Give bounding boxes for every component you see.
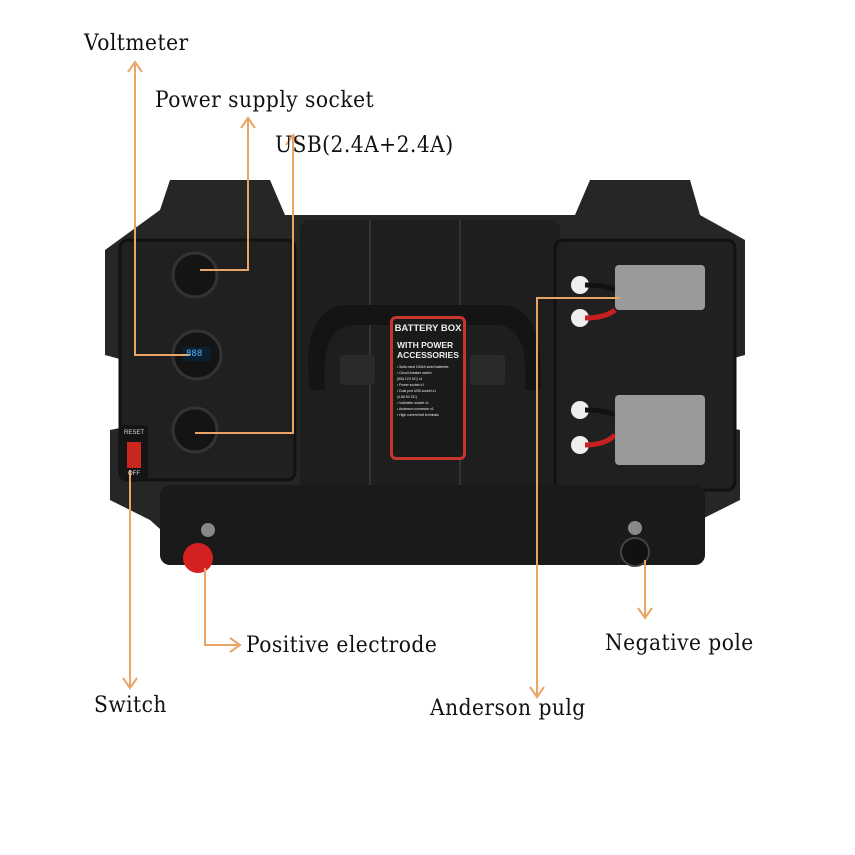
label-switch: Switch (94, 693, 167, 718)
plate-title: BATTERY BOX (394, 323, 462, 334)
label-negative-pole: Negative pole (605, 631, 754, 656)
switch-rocker (127, 442, 141, 468)
plate-feature-list: • Suits most 100Ah sized batteries • Cir… (393, 364, 463, 418)
voltmeter-display (183, 347, 211, 361)
power-socket (171, 251, 219, 299)
anderson-plug-bottom (615, 395, 705, 465)
switch-off-label: OFF (128, 471, 140, 477)
label-power-supply-socket: Power supply socket (155, 88, 375, 113)
plate-item: • Dual port USB socket x1 (397, 389, 437, 393)
usb-socket (171, 406, 219, 454)
anderson-plug-top (615, 265, 705, 310)
voltmeter-reading: 888 (186, 349, 203, 359)
positive-leader (204, 568, 240, 646)
plate-item: • Suits most 100Ah sized batteries (397, 365, 449, 369)
plate-item: • Power socket x1 (397, 383, 425, 387)
switch-reset-label: RESET (124, 430, 145, 436)
label-anderson-plug: Anderson pulg (430, 696, 586, 721)
negative-terminal (620, 537, 650, 567)
plate-subtitle: WITH POWER ACCESSORIES (397, 340, 459, 360)
label-positive-electrode: Positive electrode (246, 633, 438, 658)
plate-item: • Circuit breaker switch (397, 371, 432, 375)
plate-item: (50A 12V DC) x1 (397, 377, 423, 381)
anderson-leader (536, 297, 620, 697)
power-socket-leader (200, 118, 249, 271)
annotation-lines (122, 60, 653, 699)
battery-box-plate: BATTERY BOX WITH POWER ACCESSORIES • Sui… (390, 316, 466, 460)
voltmeter-leader (134, 62, 190, 356)
plate-item: • Voltmeter socket x1 (397, 401, 429, 405)
usb-leader (195, 135, 294, 434)
label-voltmeter: Voltmeter (84, 31, 189, 56)
label-usb: USB(2.4A+2.4A) (275, 133, 454, 158)
plate-item: • High current bolt terminals (397, 413, 439, 417)
positive-terminal (183, 543, 213, 573)
plate-item: (4.8A 5V DC) (397, 395, 417, 399)
plate-item: • Anderson connector x1 (397, 407, 434, 411)
